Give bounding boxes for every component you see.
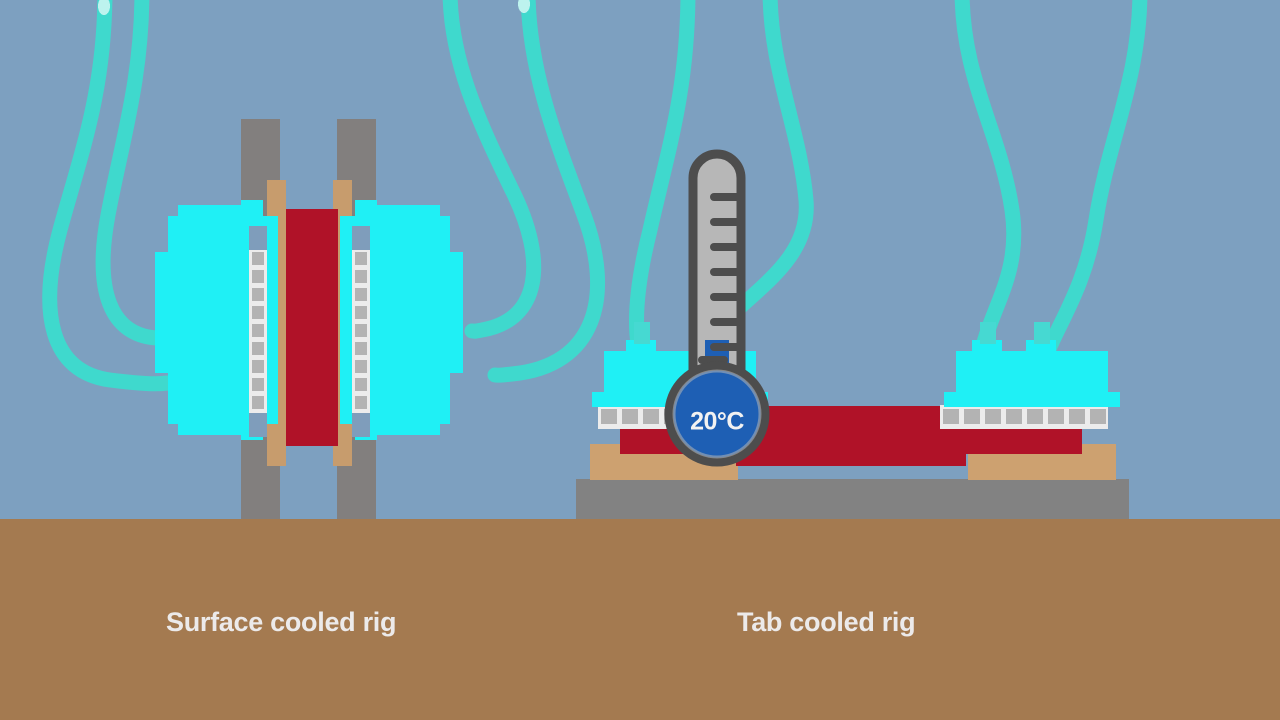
hose-highlight-dot bbox=[98, 0, 110, 15]
cooling-fin-strip-left bbox=[249, 249, 267, 414]
hose-right-outer bbox=[487, 0, 606, 383]
thermometer-tick-marks bbox=[698, 193, 741, 364]
battery-tab-right bbox=[962, 428, 1082, 454]
pipe-nub-left bbox=[980, 322, 996, 344]
fin-teeth bbox=[355, 252, 367, 409]
thermometer-bulb-inner-ring bbox=[672, 369, 762, 459]
thermometer-bulb bbox=[664, 361, 770, 467]
label-surface-cooled-rig: Surface cooled rig bbox=[166, 607, 396, 637]
fin-teeth bbox=[252, 252, 264, 409]
ground-background bbox=[0, 519, 1280, 720]
thermometer-tube-outline bbox=[688, 149, 746, 405]
pipe-nub-right bbox=[1034, 322, 1050, 344]
block-flange bbox=[944, 392, 1120, 407]
pipe-nub-left bbox=[634, 322, 650, 344]
fin-cap-top-left bbox=[249, 226, 267, 250]
hose-left-outer bbox=[42, 0, 176, 392]
cooling-block-right bbox=[944, 322, 1120, 407]
battery-cell bbox=[286, 209, 338, 446]
cooling-fin-strip-right bbox=[352, 249, 370, 414]
base-plate bbox=[576, 479, 1129, 519]
cooling-fin-strip-right bbox=[940, 405, 1108, 429]
hose-right-inner bbox=[442, 0, 542, 339]
fin-cap-top-right bbox=[352, 226, 370, 250]
hose-highlight-dot bbox=[518, 0, 530, 13]
surface-cooled-rig bbox=[155, 119, 463, 519]
fin-teeth bbox=[943, 409, 1106, 424]
fin-cap-bot-right bbox=[352, 413, 370, 437]
label-tab-cooled-rig: Tab cooled rig bbox=[737, 607, 915, 637]
thermometer: 20°C bbox=[664, 149, 770, 467]
hose-highlight-group bbox=[98, 0, 530, 15]
fin-cap-bot-left bbox=[249, 413, 267, 437]
battery-cell bbox=[736, 406, 966, 466]
temperature-reading: 20°C bbox=[690, 408, 744, 436]
